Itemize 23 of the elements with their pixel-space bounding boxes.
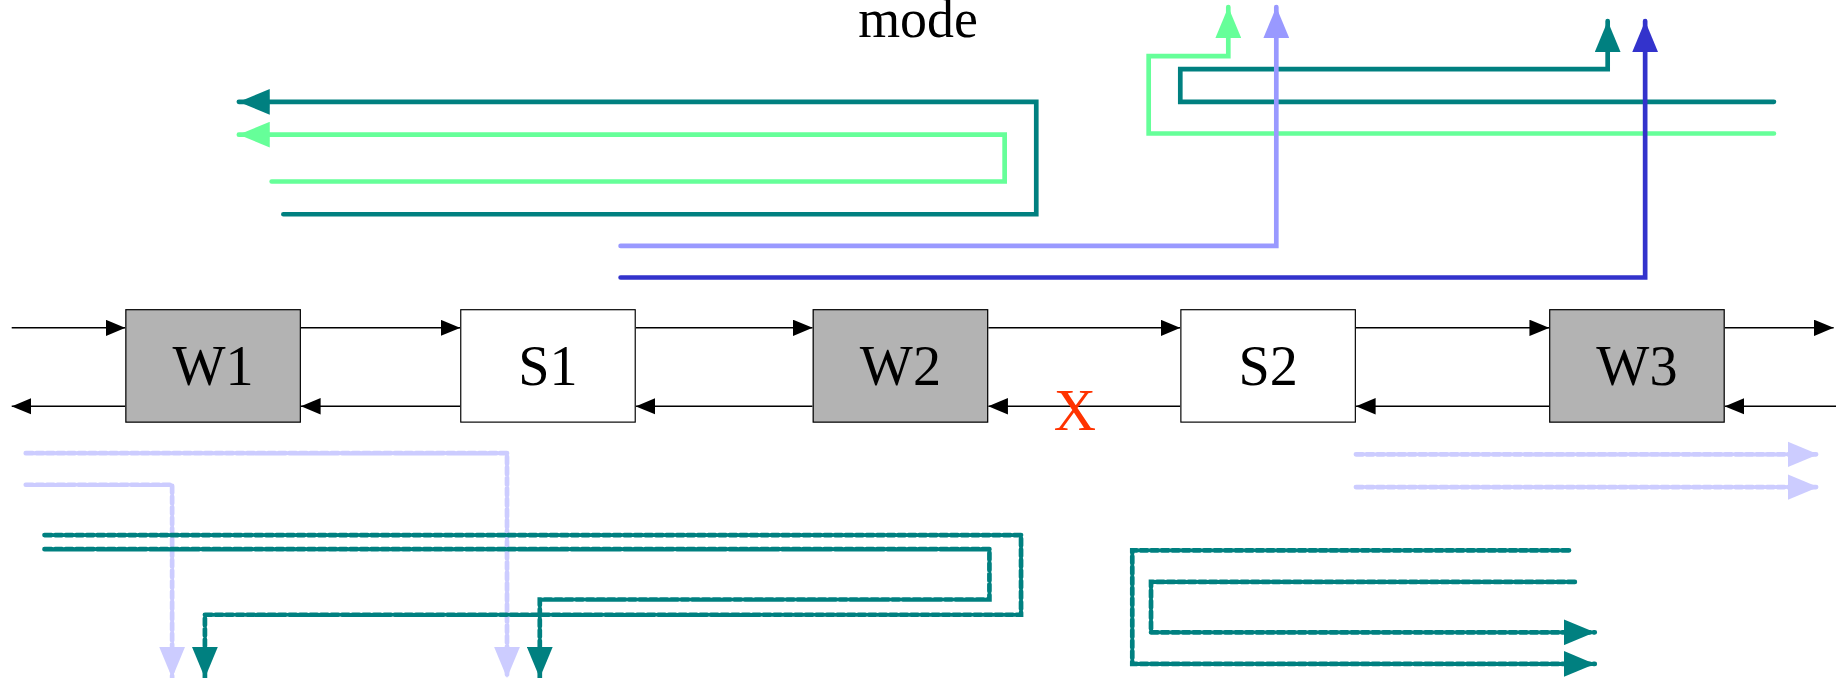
node-label: W2 xyxy=(859,333,941,399)
title: mode xyxy=(858,0,978,47)
process-box xyxy=(1549,309,1725,423)
arrow xyxy=(300,319,461,337)
arrow xyxy=(1355,398,1550,415)
node-label: W3 xyxy=(1596,333,1678,399)
arrow xyxy=(635,319,814,337)
arrow xyxy=(1724,319,1835,337)
process-box xyxy=(812,309,989,423)
arrow xyxy=(10,398,127,415)
node-label: S1 xyxy=(518,333,578,399)
node-label: S2 xyxy=(1238,333,1298,399)
arrow xyxy=(1355,319,1550,337)
process-box xyxy=(125,309,301,423)
arrow xyxy=(300,398,461,415)
arrow xyxy=(987,319,1182,337)
node-label: W1 xyxy=(172,333,254,399)
process-box xyxy=(460,309,636,423)
arrow xyxy=(10,319,127,337)
arrow xyxy=(1724,398,1836,415)
arrow xyxy=(635,398,814,415)
arrow xyxy=(987,398,1182,415)
process-box xyxy=(1180,309,1356,423)
